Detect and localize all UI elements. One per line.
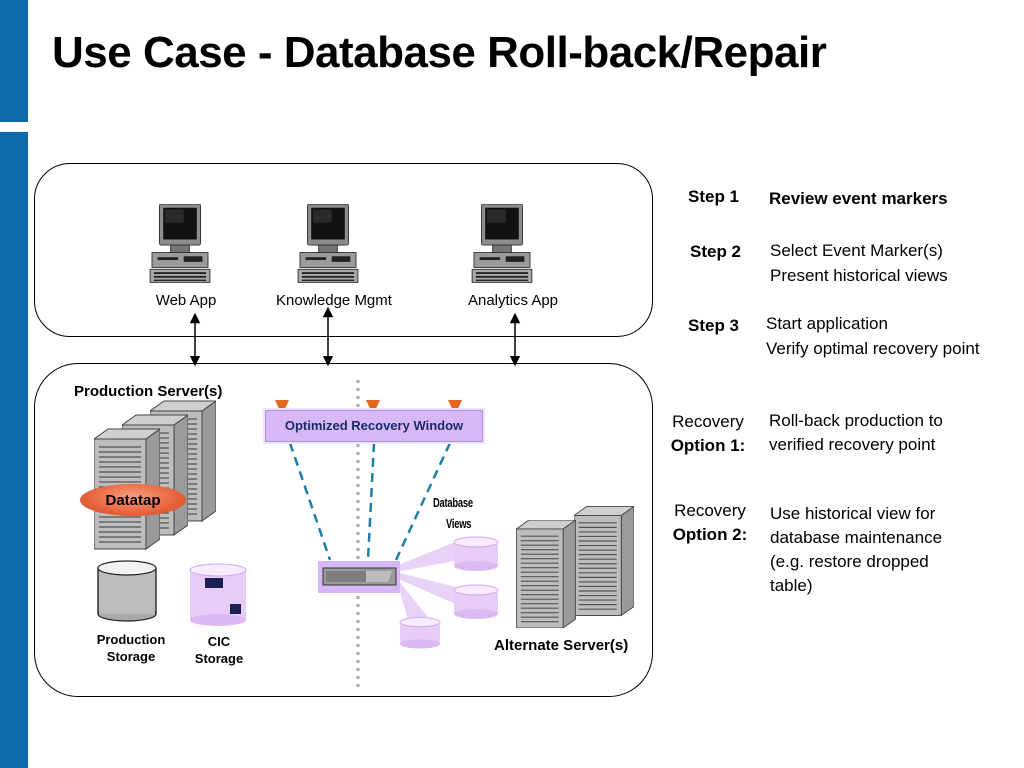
- sidebar-accent-bottom: [0, 132, 28, 768]
- applications-panel: [34, 163, 653, 337]
- recovery-option-1-text-line2: verified recovery point: [769, 435, 936, 454]
- recovery-link-line: [366, 442, 376, 561]
- event-marker-icon: [366, 400, 380, 415]
- recovery-option-2-label: Recovery Option 2:: [662, 499, 758, 547]
- step-1-text-line1: Review event markers: [769, 189, 948, 208]
- step-2-text-line1: Select Event Marker(s): [770, 241, 943, 260]
- recovery-option-2-label-line2: Option 2:: [672, 525, 748, 544]
- step-3-text: Start application Verify optimal recover…: [766, 311, 980, 361]
- database-views-label-line2: Views: [445, 516, 472, 531]
- cic-storage-icon: [189, 563, 247, 626]
- step-2-text-line2: Present historical views: [770, 266, 948, 285]
- cic-storage-label-line2: Storage: [194, 651, 244, 666]
- production-storage-label: Production Storage: [88, 631, 174, 665]
- knowledge-mgmt-computer-icon: [297, 204, 359, 283]
- database-views-label-line1: Database: [433, 495, 473, 510]
- datatap-badge: Datatap: [80, 484, 186, 516]
- recovery-window-label: Optimized Recovery Window: [284, 418, 464, 433]
- recovery-option-1-label: Recovery Option 1:: [660, 410, 756, 458]
- recovery-link-line: [394, 442, 452, 561]
- datatap-label: Datatap: [105, 491, 161, 509]
- recovery-option-2-text-line4: table): [770, 576, 813, 595]
- recovery-option-1-text-line1: Roll-back production to: [769, 411, 943, 430]
- recovery-option-2-text-line1: Use historical view for: [770, 504, 936, 523]
- step-3-label: Step 3: [688, 316, 740, 335]
- database-view-disk-icon: [399, 617, 441, 649]
- production-storage-label-line1: Production: [96, 632, 166, 647]
- recovery-option-1-text: Roll-back production to verified recover…: [769, 409, 943, 457]
- recovery-appliance-icon: [318, 561, 400, 593]
- alternate-servers-label: Alternate Server(s): [494, 637, 629, 654]
- knowledge-mgmt-label: Knowledge Mgmt: [276, 292, 392, 309]
- analytics-app-label: Analytics App: [467, 292, 559, 309]
- analytics-app-computer-icon: [471, 204, 533, 283]
- web-app-label: Web App: [155, 292, 217, 309]
- page-title: Use Case - Database Roll-back/Repair: [52, 28, 827, 77]
- recovery-option-1-label-line1: Recovery: [672, 412, 744, 431]
- recovery-option-1-label-line2: Option 1:: [670, 436, 746, 455]
- step-3-text-line1: Start application: [766, 314, 888, 333]
- recovery-link-line: [288, 442, 332, 561]
- database-views-label: Database Views: [433, 492, 473, 534]
- recovery-option-2-text-line3: (e.g. restore dropped: [770, 552, 929, 571]
- step-2-label: Step 2: [690, 242, 742, 261]
- alternate-server-tower-icon: [516, 520, 576, 628]
- production-storage-label-line2: Storage: [106, 649, 156, 664]
- step-2-text: Select Event Marker(s) Present historica…: [770, 238, 948, 288]
- web-app-computer-icon: [149, 204, 211, 283]
- cic-storage-label-line1: CIC: [207, 634, 231, 649]
- step-1-label: Step 1: [688, 187, 740, 206]
- recovery-option-2-label-line1: Recovery: [674, 501, 746, 520]
- cic-storage-label: CIC Storage: [186, 633, 252, 667]
- recovery-option-2-text: Use historical view for database mainten…: [770, 502, 942, 598]
- event-marker-icon: [448, 400, 462, 415]
- database-view-disk-icon: [453, 584, 499, 620]
- event-marker-icon: [275, 400, 289, 415]
- step-3-text-line2: Verify optimal recovery point: [766, 339, 980, 358]
- database-view-disk-icon: [453, 536, 499, 572]
- alternate-server-tower-icon: [574, 505, 634, 617]
- sidebar-accent-top: [0, 0, 28, 122]
- production-storage-cylinder-icon: [97, 560, 157, 622]
- optimized-recovery-window: Optimized Recovery Window: [265, 410, 483, 442]
- production-servers-label: Production Server(s): [74, 383, 223, 400]
- recovery-option-2-text-line2: database maintenance: [770, 528, 943, 547]
- database-views-fan: [396, 540, 460, 622]
